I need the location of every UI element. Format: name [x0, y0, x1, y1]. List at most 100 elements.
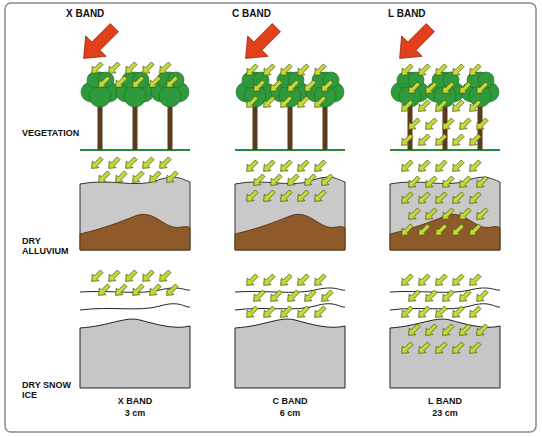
tree-canopy	[89, 85, 111, 107]
signal-arrow	[311, 158, 328, 175]
signal-arrow	[415, 340, 432, 357]
signal-arrow	[146, 74, 163, 91]
signal-arrow	[311, 62, 328, 79]
signal-arrow	[456, 174, 473, 191]
signal-arrow	[267, 172, 284, 189]
signal-arrow	[449, 272, 466, 289]
band-label: C BAND	[250, 396, 330, 406]
terrain-label: DRY ALLUVIUM	[22, 236, 78, 257]
signal-arrow	[294, 62, 311, 79]
signal-arrow	[456, 206, 473, 223]
terrain-label: VEGETATION	[22, 128, 92, 138]
signal-arrow	[456, 322, 473, 339]
signal-arrow	[260, 272, 277, 289]
tree-group	[235, 72, 345, 150]
incident-arrow	[235, 17, 286, 68]
signal-arrow	[398, 304, 415, 321]
signal-arrow	[415, 132, 432, 149]
signal-arrow	[163, 74, 180, 91]
signal-arrow	[112, 169, 129, 186]
ice-layer	[390, 319, 500, 388]
signal-arrow	[456, 80, 473, 97]
signal-arrow	[243, 272, 260, 289]
signal-arrow	[146, 169, 163, 186]
wavelength-label: 3 cm	[95, 408, 175, 418]
signal-arrow	[311, 272, 328, 289]
signal-arrow	[294, 272, 311, 289]
signal-arrow	[432, 222, 449, 239]
signal-arrow	[277, 304, 294, 321]
signal-arrow	[473, 206, 490, 223]
signal-arrow	[473, 116, 490, 133]
snow-layer-line	[80, 304, 190, 310]
signal-arrow	[405, 80, 422, 97]
signal-arrow	[122, 268, 139, 285]
alluvium-layer	[235, 177, 345, 250]
alluvium-layer	[80, 177, 190, 250]
wavelength-label: 23 cm	[405, 408, 485, 418]
signal-arrow	[250, 172, 267, 189]
signal-arrow	[466, 98, 483, 115]
signal-arrow	[284, 288, 301, 305]
signal-arrow	[318, 288, 335, 305]
ice-layer	[235, 319, 345, 388]
signal-arrow	[398, 62, 415, 79]
signal-arrow	[405, 116, 422, 133]
signal-arrow	[398, 190, 415, 207]
signal-arrow	[277, 158, 294, 175]
signal-arrow	[449, 304, 466, 321]
signal-arrow	[439, 80, 456, 97]
signal-arrow	[284, 172, 301, 189]
signal-arrow	[432, 272, 449, 289]
signal-arrow	[163, 282, 180, 299]
signal-arrow	[243, 304, 260, 321]
signal-arrow	[466, 190, 483, 207]
signal-arrow	[311, 188, 328, 205]
alluvium-row	[80, 177, 500, 250]
signal-arrow	[260, 62, 277, 79]
tree-group	[390, 72, 500, 150]
signal-arrow	[105, 155, 122, 172]
signal-arrow	[466, 340, 483, 357]
signal-arrow	[294, 188, 311, 205]
signal-arrow	[156, 268, 173, 285]
signal-arrow	[466, 62, 483, 79]
signal-arrow	[466, 158, 483, 175]
signal-arrow	[405, 206, 422, 223]
signal-arrow	[439, 322, 456, 339]
signal-arrow	[432, 190, 449, 207]
signal-arrow	[432, 98, 449, 115]
signal-arrow	[432, 304, 449, 321]
signal-arrow	[432, 340, 449, 357]
signal-arrow	[301, 172, 318, 189]
bedrock	[390, 214, 500, 250]
bedrock	[235, 214, 345, 250]
signal-arrow	[129, 169, 146, 186]
band-label: X BAND	[66, 8, 136, 20]
signal-arrow	[432, 158, 449, 175]
signal-arrow	[112, 282, 129, 299]
signal-arrow	[449, 132, 466, 149]
signal-arrow	[398, 98, 415, 115]
signal-arrow	[88, 60, 105, 77]
signal-arrow	[243, 158, 260, 175]
signal-arrow	[277, 188, 294, 205]
tree-trunk	[168, 100, 173, 150]
signal-arrow	[294, 94, 311, 111]
signal-arrow	[449, 62, 466, 79]
signal-arrow	[456, 116, 473, 133]
tree-trunk	[253, 100, 258, 150]
signal-arrow	[422, 288, 439, 305]
signal-arrow	[415, 98, 432, 115]
signal-arrow	[105, 60, 122, 77]
tree-trunk	[288, 100, 293, 150]
frame	[5, 3, 536, 432]
signal-arrow	[112, 74, 129, 91]
signal-arrow	[439, 288, 456, 305]
signal-arrow	[163, 169, 180, 186]
incident-arrow	[389, 17, 440, 68]
signal-arrow	[250, 288, 267, 305]
signal-arrow	[466, 132, 483, 149]
